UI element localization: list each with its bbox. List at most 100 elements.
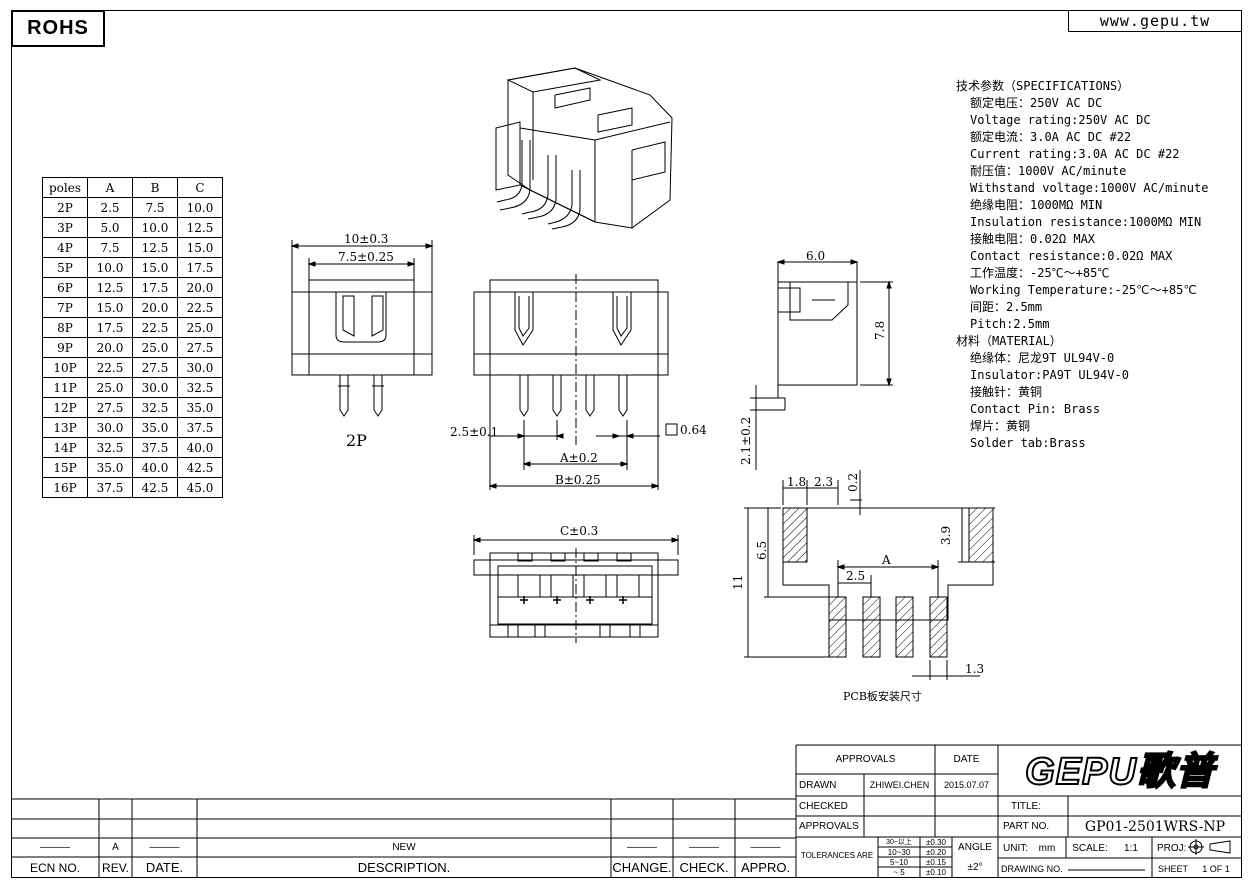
rev-value: A xyxy=(112,842,119,853)
unit-label: UNIT: xyxy=(1003,842,1028,854)
spec-line: Current rating:3.0A AC DC #22 xyxy=(970,147,1180,161)
scale-value: 1:1 xyxy=(1124,842,1138,854)
angle-value: ±2° xyxy=(967,861,983,873)
change-label: CHANGE. xyxy=(612,860,672,875)
title-block-lines xyxy=(796,744,1242,878)
tol-range-4: ~ 5 xyxy=(893,868,905,877)
spec-line: Solder tab:Brass xyxy=(970,436,1086,450)
pcb-1-8: 1.8 xyxy=(787,475,806,489)
table-cell: 22.5 xyxy=(87,357,133,378)
pcb-caption: PCB板安装尺寸 xyxy=(843,689,922,703)
unit-value: mm xyxy=(1038,842,1056,854)
drawn-label: DRAWN xyxy=(799,779,837,791)
iso-view xyxy=(495,67,673,230)
dim-a: A±0.2 xyxy=(559,451,598,465)
revision-block xyxy=(11,745,797,878)
rohs-badge: ROHS xyxy=(11,10,105,47)
table-cell: 12.5 xyxy=(132,237,178,258)
spec-line: 接触电阻：0.02Ω MAX xyxy=(970,232,1096,246)
rev-check-value: ——— xyxy=(689,842,719,853)
pcb-0-2: 0.2 xyxy=(846,473,860,492)
description-label: DESCRIPTION. xyxy=(357,860,451,875)
ecn-label: ECN NO. xyxy=(29,860,80,875)
spec-line: 材料（MATERIAL） xyxy=(956,334,1062,348)
spec-line: Voltage rating:250V AC DC xyxy=(970,113,1151,127)
table-cell: 40.0 xyxy=(132,457,178,478)
table-cell: 22.5 xyxy=(132,317,178,338)
pcb-2-3: 2.3 xyxy=(814,475,833,489)
tolerances-label: TOLERANCES ARE xyxy=(800,850,874,860)
table-cell: 27.5 xyxy=(177,337,223,358)
rev-date-value: ——— xyxy=(149,842,180,853)
table-cell: 20.0 xyxy=(177,277,223,298)
pcb-2-5: 2.5 xyxy=(846,569,865,583)
drawing-no-label: DRAWING NO. xyxy=(1001,864,1063,874)
pcb-11: 11 xyxy=(731,575,745,590)
pcb-1-3: 1.3 xyxy=(965,662,984,676)
dim-6-0: 6.0 xyxy=(806,249,825,263)
dim-7-8: 7.8 xyxy=(873,321,887,340)
dim-2-5: 2.5±0.1 xyxy=(450,425,498,439)
part-no-label: PART NO. xyxy=(1003,821,1050,832)
approvals-label: APPROVALS xyxy=(799,821,859,832)
spec-line: 焊片：黄铜 xyxy=(970,419,1031,433)
table-cell: 27.5 xyxy=(132,357,178,378)
spec-line: 接触针：黄铜 xyxy=(970,385,1043,399)
rev-change-value: ——— xyxy=(627,842,657,853)
table-cell: 25.0 xyxy=(177,317,223,338)
checked-label: CHECKED xyxy=(799,800,848,812)
dim-064: 0.64 xyxy=(680,423,707,437)
spec-line: 额定电流：3.0A AC DC #22 xyxy=(970,130,1132,144)
spec-line: Contact Pin: Brass xyxy=(970,402,1101,416)
dim-10: 10±0.3 xyxy=(344,232,388,246)
poles-table-header: poles A B C xyxy=(42,177,223,198)
dim-7-5: 7.5±0.25 xyxy=(338,250,394,264)
dim-c: C±0.3 xyxy=(560,524,598,538)
angle-label: ANGLE xyxy=(958,841,992,853)
label-2p: 2P xyxy=(346,431,367,450)
title-label: TITLE: xyxy=(1011,800,1042,812)
website-label: www.gepu.tw xyxy=(1068,10,1242,32)
pcb-3-9: 3.9 xyxy=(939,526,953,545)
table-cell: 15.0 xyxy=(177,237,223,258)
col-poles: poles xyxy=(42,177,88,198)
table-cell: 37.5 xyxy=(87,477,133,498)
dim-b: B±0.25 xyxy=(555,473,601,487)
tol-val-1: ±0.30 xyxy=(926,837,946,847)
spec-line: 绝缘体：尼龙9T UL94V-0 xyxy=(970,351,1115,365)
spec-line: Withstand voltage:1000V AC/minute xyxy=(970,181,1209,195)
pcb-footprint xyxy=(744,470,995,680)
part-no: GP01-2501WRS-NP xyxy=(1084,818,1226,835)
approvals-header: APPROVALS xyxy=(835,754,896,765)
tol-val-4: ±0.10 xyxy=(926,868,946,877)
pcb-a: A xyxy=(881,553,891,567)
pcb-6-5: 6.5 xyxy=(755,541,769,560)
2p-front-view xyxy=(290,240,434,417)
sheet-label: SHEET xyxy=(1157,864,1188,874)
table-cell: 45.0 xyxy=(177,477,223,498)
spec-line: Working Temperature:-25℃～+85℃ xyxy=(970,283,1197,297)
table-cell: 42.5 xyxy=(177,457,223,478)
table-cell: 22.5 xyxy=(177,297,223,318)
scale-label: SCALE: xyxy=(1072,842,1108,854)
table-cell: 32.5 xyxy=(132,397,178,418)
table-cell: 16P xyxy=(42,477,88,498)
side-view xyxy=(750,259,893,470)
front-view xyxy=(473,274,678,490)
spec-line: 技术参数（SPECIFICATIONS） xyxy=(956,79,1130,93)
tol-range-3: 5~10 xyxy=(889,857,909,867)
spec-line: Insulator:PA9T UL94V-0 xyxy=(970,368,1129,382)
rev-description-value: NEW xyxy=(392,842,416,853)
table-cell: 10.0 xyxy=(177,197,223,218)
tol-val-2: ±0.20 xyxy=(926,847,946,857)
